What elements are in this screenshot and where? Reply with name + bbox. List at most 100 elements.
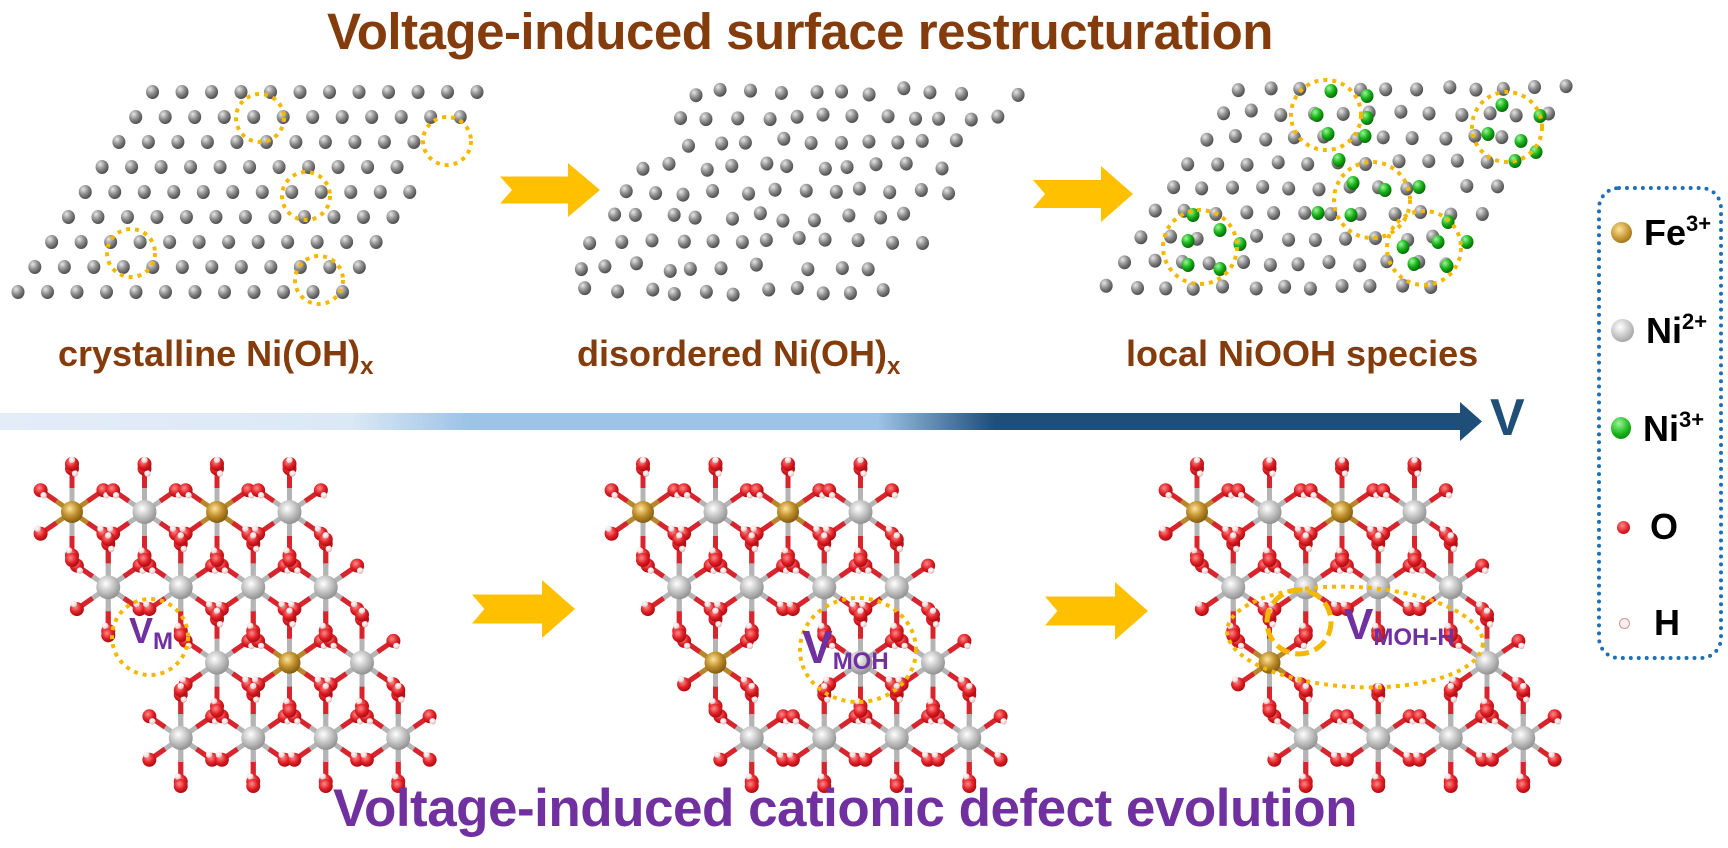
hydrogen-atom <box>828 492 836 499</box>
ni-atom <box>184 160 198 174</box>
ni-atom <box>774 85 788 100</box>
ni-atom <box>1250 228 1264 243</box>
ni3-atom <box>1412 180 1426 194</box>
ni-atom <box>1099 278 1113 293</box>
ni-atom <box>1528 80 1542 95</box>
hydrogen-atom <box>398 696 405 703</box>
hydrogen-atom <box>1310 492 1317 499</box>
hydrogen-atom <box>1258 600 1265 608</box>
legend-item-h: H <box>1619 601 1680 645</box>
ni-atom <box>955 86 969 101</box>
hydrogen-atom <box>813 525 820 532</box>
oxygen-atom <box>926 607 940 622</box>
hydrogen-atom <box>253 545 260 553</box>
ni-atom <box>899 156 913 171</box>
hydrogen-atom <box>1299 622 1306 630</box>
hydrogen-atom <box>350 600 358 608</box>
hydrogen-atom <box>423 751 430 758</box>
oxygen-atom <box>1443 779 1458 794</box>
ni3-atom <box>1311 206 1325 220</box>
lattice-crystalline <box>11 85 484 306</box>
voltage-label: V <box>1490 389 1525 447</box>
ni-atom <box>350 650 374 675</box>
ni-atom <box>753 206 767 221</box>
hydrogen-atom <box>709 547 716 554</box>
oxygen-atom <box>173 779 188 794</box>
hydrogen-atom <box>1481 567 1489 574</box>
defect-symbol: V <box>1344 600 1374 649</box>
hydrogen-atom <box>605 525 612 532</box>
hydrogen-atom <box>1444 622 1451 630</box>
oxygen-atom <box>1371 628 1386 643</box>
ni-atom <box>662 156 676 171</box>
ni-atom <box>1256 179 1270 194</box>
ni3-atom <box>1495 98 1509 112</box>
oxygen-atom <box>1190 457 1204 471</box>
hydrogen-atom <box>1475 751 1483 758</box>
hydrogen-atom <box>896 545 903 553</box>
ni-atom <box>935 161 949 176</box>
ni-atom <box>739 726 764 751</box>
ni-atom <box>1438 726 1463 751</box>
hydrogen-atom <box>1305 696 1312 703</box>
ni-atom <box>677 234 691 249</box>
oxygen-atom <box>781 553 795 567</box>
ni-atom <box>141 135 155 149</box>
hydrogen-atom <box>1340 600 1348 608</box>
hydrogen-atom <box>1274 567 1281 574</box>
hydrogen-atom <box>330 642 337 650</box>
hydrogen-atom <box>1294 525 1302 532</box>
hydrogen-atom <box>1367 525 1374 532</box>
hydrogen-atom <box>247 773 254 780</box>
ni-atom <box>1363 278 1377 293</box>
oxygen-atom <box>1190 553 1204 567</box>
ni-atom <box>323 260 337 274</box>
hydrogen-atom <box>177 682 184 690</box>
oxygen-atom <box>391 779 406 794</box>
defect-symbol: V <box>129 610 154 651</box>
ni-atom <box>377 135 391 149</box>
oxygen-atom <box>1480 607 1494 622</box>
lattice-disordered <box>574 81 1025 302</box>
ni-atom <box>689 88 703 103</box>
hydrogen-atom <box>720 718 727 725</box>
upper-lattices <box>11 78 1573 306</box>
ni-atom <box>777 131 791 146</box>
ni-atom <box>179 210 193 224</box>
hydrogen-atom <box>210 547 218 554</box>
hydrogen-atom <box>890 622 897 630</box>
atomic-model-vmoh <box>604 456 1008 794</box>
ni-atom <box>238 210 252 224</box>
vacancy-highlight <box>798 596 918 704</box>
oxygen-atom <box>1335 457 1349 471</box>
ni-atom <box>1118 255 1132 270</box>
ni-atom <box>133 235 147 249</box>
hydrogen-atom <box>821 682 828 690</box>
hydrogen-atom <box>320 492 328 499</box>
hydrogen-atom <box>294 718 301 725</box>
ni-atom <box>411 85 425 99</box>
ni-atom <box>1244 103 1258 118</box>
ni-atom <box>251 235 265 249</box>
ni-atom <box>125 160 139 174</box>
ni-atom <box>154 160 168 174</box>
ni-atom <box>688 210 702 225</box>
ni-atom <box>1216 279 1230 294</box>
ni-atom <box>45 235 59 249</box>
ni-atom <box>792 231 806 246</box>
fe-atom <box>61 501 83 523</box>
oxygen-atom <box>1516 779 1531 794</box>
ni-atom <box>1134 230 1148 245</box>
hydrogen-atom <box>1372 622 1379 630</box>
hydrogen-atom <box>1341 470 1349 477</box>
hydrogen-atom <box>1447 682 1454 690</box>
stage-label-disordered: disordered Ni(OH)x <box>577 333 900 381</box>
ni-atom <box>57 260 71 274</box>
hydrogen-atom <box>289 470 296 477</box>
hydrogen-atom <box>325 545 332 553</box>
oxygen-atom <box>246 532 261 547</box>
oxygen-atom <box>318 683 333 698</box>
ni-atom <box>1475 207 1489 222</box>
ni-atom <box>87 260 101 274</box>
